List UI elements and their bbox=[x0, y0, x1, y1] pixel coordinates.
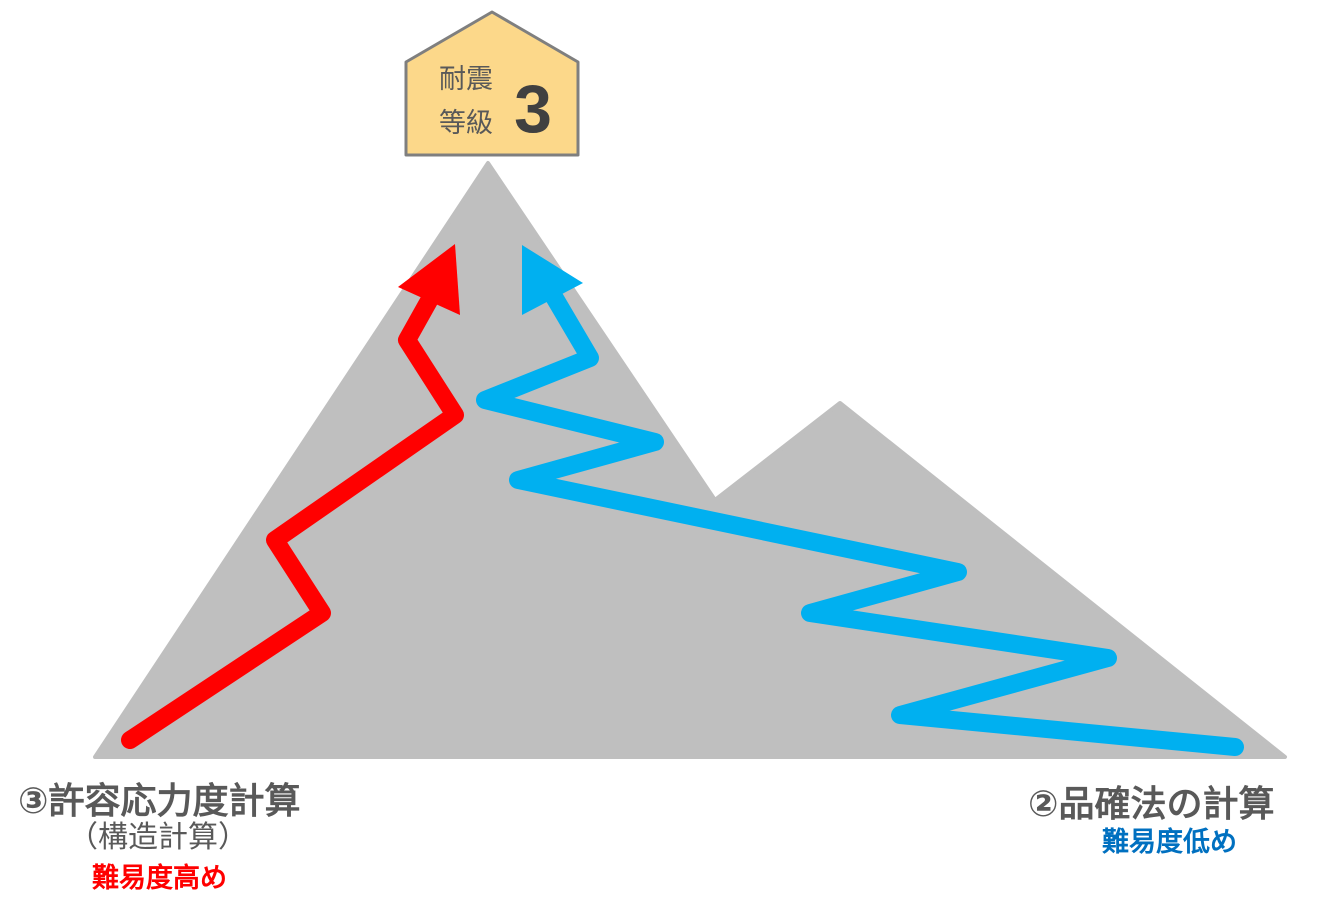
badge-house-shape bbox=[404, 10, 580, 157]
left-route-difficulty-label: 難易度高め bbox=[92, 863, 227, 894]
right-route-arrowhead bbox=[522, 245, 583, 315]
left-route-path bbox=[121, 281, 464, 749]
badge-label-line1: 耐震 bbox=[439, 64, 493, 95]
left-route-sub-label: （構造計算） bbox=[68, 820, 248, 855]
seismic-grade-badge: 耐震 等級 3 bbox=[404, 10, 580, 157]
right-route-difficulty-label: 難易度低め bbox=[1102, 827, 1237, 858]
right-route-path bbox=[476, 281, 1244, 756]
main-mountain bbox=[93, 161, 1287, 759]
badge-label-line2: 等級 bbox=[439, 108, 493, 139]
left-route-arrowhead bbox=[398, 244, 460, 315]
right-route-method-label: ②品確法の計算 bbox=[1028, 784, 1275, 825]
badge-grade-number: 3 bbox=[514, 71, 552, 147]
left-route-method-label: ③許容応力度計算 bbox=[18, 781, 301, 822]
